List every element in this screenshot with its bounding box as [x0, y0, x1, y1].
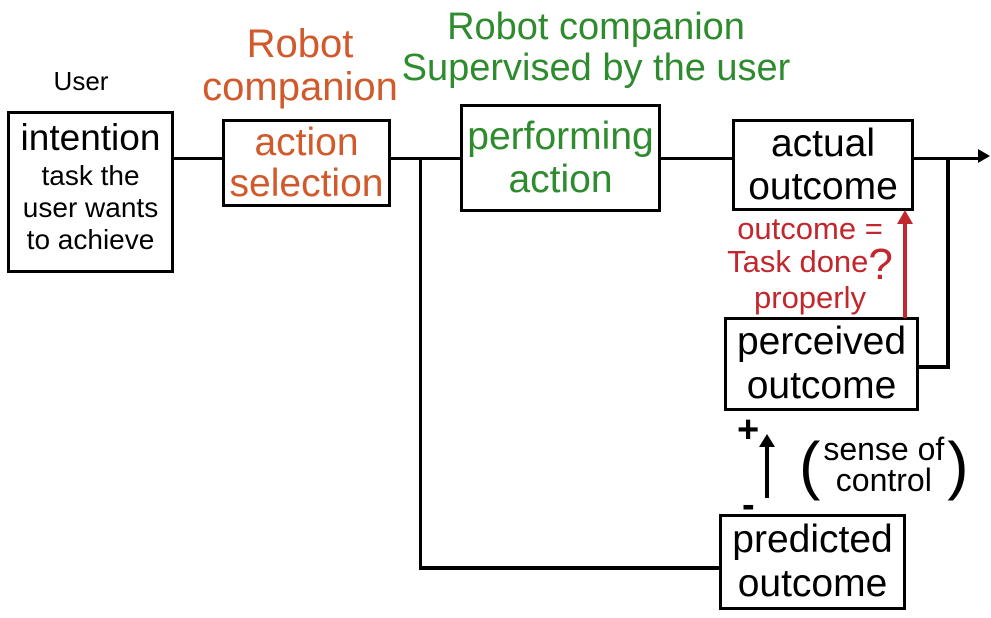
sense-of-control-text-line1: sense of [823, 431, 945, 467]
robot-companion-label-line2: companion [202, 65, 398, 109]
actual-outcome-box: actual outcome [732, 119, 914, 211]
connector-action-selection-to-performing [391, 156, 460, 160]
actual-outcome-box-line2: outcome [748, 165, 898, 208]
feedback-line-to-perceived-vertical [946, 156, 950, 369]
performing-action-box-line2: action [508, 158, 613, 201]
intention-box-line2: user wants [22, 192, 159, 223]
branch-line-to-predicted-horizontal [418, 566, 720, 570]
sense-of-control-text: sense of control [823, 431, 945, 498]
robot-companion-label: Robot companion [194, 23, 406, 109]
sense-of-control-arrowhead-icon [759, 434, 775, 447]
sense-of-control-arrow-line [765, 446, 769, 498]
connector-intention-to-action-selection [174, 156, 222, 160]
action-selection-box-line1: action [254, 121, 359, 164]
predicted-outcome-box-line2: outcome [737, 562, 888, 605]
comparison-note-line1: outcome = [737, 211, 883, 246]
robot-companion-label-line1: Robot [246, 22, 354, 66]
sense-of-control-label: ( sense of control ) [799, 430, 969, 500]
performing-action-box-line1: performing [467, 115, 654, 158]
perceived-outcome-box-line2: outcome [746, 364, 897, 407]
comparison-arrow-line [903, 223, 907, 318]
connector-performing-to-actual-outcome [661, 156, 732, 160]
comparison-note: outcome = Task done? properly [715, 212, 905, 314]
comparison-note-line2-text: Task done [727, 244, 869, 279]
comparison-note-question-mark: ? [868, 240, 893, 289]
intention-box: intention task the user wants to achieve [7, 111, 174, 273]
robot-supervised-label-line1: Robot companion [447, 6, 745, 48]
perceived-outcome-box: perceived outcome [724, 317, 919, 411]
feedback-line-to-perceived-horizontal [917, 365, 950, 369]
robot-supervised-label: Robot companion Supervised by the user [395, 7, 797, 89]
predicted-outcome-box-line1: predicted [732, 518, 893, 561]
intention-box-title: intention [20, 117, 161, 158]
comparison-note-line2: Task done? [715, 243, 905, 287]
right-arrowhead-icon [978, 149, 990, 163]
action-selection-box: action selection [222, 119, 391, 207]
close-paren: ) [947, 429, 969, 501]
user-label: User [53, 66, 109, 96]
predicted-outcome-box: predicted outcome [719, 514, 906, 610]
intention-box-line3: to achieve [26, 224, 155, 255]
plus-sign: + [737, 409, 760, 451]
open-paren: ( [799, 429, 821, 501]
branch-line-to-predicted-vertical [418, 156, 422, 570]
sense-of-control-text-line2: control [835, 462, 932, 498]
minus-sign: - [742, 484, 755, 526]
intention-box-line1: task the [41, 160, 140, 191]
actual-outcome-box-line1: actual [770, 122, 876, 165]
action-selection-box-line2: selection [229, 162, 384, 205]
robot-supervised-label-line2: Supervised by the user [401, 47, 791, 89]
comparison-note-line3: properly [754, 280, 866, 315]
perceived-outcome-box-line1: perceived [736, 320, 907, 363]
performing-action-box: performing action [460, 104, 661, 212]
comparison-arrowhead-icon [897, 210, 913, 224]
